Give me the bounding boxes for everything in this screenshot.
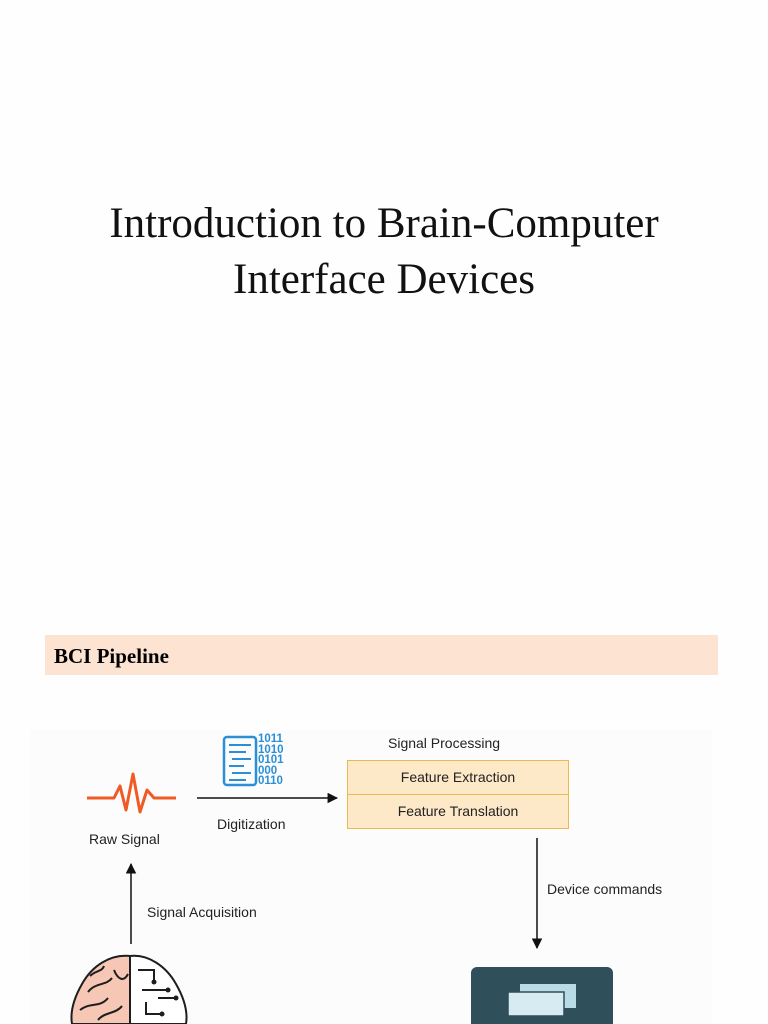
raw-signal-label: Raw Signal — [89, 831, 160, 847]
feature-extraction-box: Feature Extraction — [347, 760, 569, 796]
bci-pipeline-diagram: 1011 1010 0101 000 0110 Raw Signal Digit… — [30, 730, 712, 1024]
title-line-2: Interface Devices — [233, 256, 535, 303]
binary-line: 0101 — [258, 754, 284, 766]
binary-data-icon — [222, 735, 258, 787]
binary-line: 0110 — [258, 775, 283, 787]
digitization-label: Digitization — [217, 816, 286, 832]
binary-line: 000 — [258, 764, 278, 777]
slide-title: Introduction to Brain-Computer Interface… — [0, 196, 768, 308]
device-screen-icon — [471, 967, 613, 1024]
diagram-graphics — [70, 735, 613, 1024]
feature-translation-box: Feature Translation — [347, 794, 569, 829]
waveform-icon — [87, 772, 176, 814]
binary-digits: 1011 1010 0101 000 0110 — [258, 734, 284, 787]
feature-translation-label: Feature Translation — [397, 803, 519, 819]
title-line-1: Introduction to Brain-Computer — [109, 200, 659, 247]
signal-acquisition-label: Signal Acquisition — [147, 904, 257, 920]
brain-circuit-icon — [70, 954, 188, 1024]
binary-line: 1011 — [258, 733, 283, 745]
feature-extraction-label: Feature Extraction — [400, 769, 516, 785]
device-commands-label: Device commands — [547, 881, 663, 897]
binary-line: 1010 — [258, 743, 284, 756]
section-header-bar: BCI Pipeline — [45, 635, 718, 675]
signal-processing-label: Signal Processing — [388, 735, 501, 751]
section-heading: BCI Pipeline — [54, 644, 169, 668]
